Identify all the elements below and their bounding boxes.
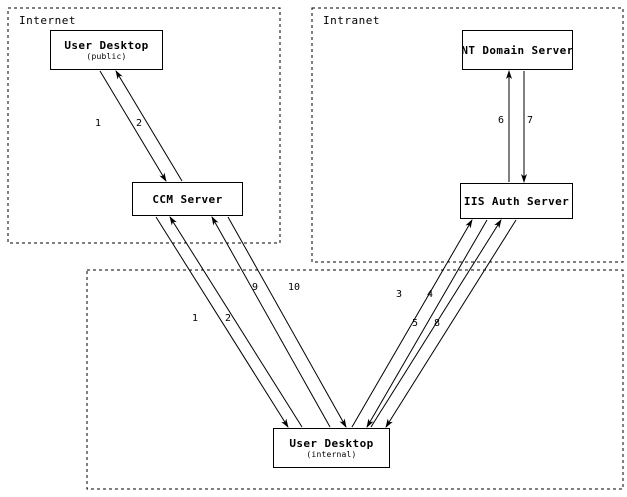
edge-label-edge-2b: 2	[225, 313, 232, 324]
edge-label-edge-1b: 1	[192, 313, 199, 324]
edge-5-line	[370, 219, 502, 428]
edge-label-edge-4: 4	[427, 289, 434, 300]
edge-label-edge-6: 6	[498, 115, 505, 126]
edge-2-line	[115, 70, 183, 182]
node-user-desktop-internal[interactable]: User Desktop(internal)	[273, 428, 390, 468]
edge-4-line	[366, 219, 488, 428]
zone-boundary-internal	[86, 269, 624, 490]
edge-label-edge-9: 9	[252, 282, 259, 293]
node-ccm-server[interactable]: CCM Server	[132, 182, 243, 216]
node-subtitle-user-desktop-public: (public)	[86, 51, 127, 61]
edge-connectors	[99, 70, 527, 428]
node-title-ccm-server: CCM Server	[152, 192, 223, 206]
edge-8-line	[385, 219, 517, 428]
node-user-desktop-public[interactable]: User Desktop(public)	[50, 30, 163, 70]
zone-label-intranet: Intranet	[323, 14, 380, 27]
node-title-iis-auth-server: IIS Auth Server	[463, 194, 570, 208]
edge-label-edge-10: 10	[288, 282, 301, 293]
zone-label-internet: Internet	[19, 14, 76, 27]
edge-9-line	[211, 216, 331, 428]
edge-label-edge-3: 3	[396, 289, 403, 300]
zone-boundaries	[7, 7, 624, 490]
edge-1-line	[155, 216, 289, 428]
edge-2-line	[169, 216, 303, 428]
zone-boundary-internet	[7, 7, 281, 244]
node-title-user-desktop-internal: User Desktop	[289, 436, 374, 450]
edge-label-edge-2: 2	[136, 118, 143, 129]
edge-label-edge-1: 1	[95, 118, 102, 129]
edge-1-line	[99, 70, 167, 182]
edge-3-line	[351, 219, 473, 428]
edge-label-edge-8: 8	[434, 318, 441, 329]
edge-label-edge-5: 5	[412, 318, 419, 329]
zone-boundary-intranet	[311, 7, 624, 263]
edge-10-line	[227, 216, 347, 428]
node-subtitle-user-desktop-internal: (internal)	[306, 449, 357, 459]
node-title-user-desktop-public: User Desktop	[64, 38, 149, 52]
node-title-nt-domain-server: NT Domain Server	[461, 43, 574, 57]
node-iis-auth-server[interactable]: IIS Auth Server	[460, 183, 573, 219]
node-nt-domain-server[interactable]: NT Domain Server	[461, 30, 574, 70]
edge-label-edge-7: 7	[527, 115, 534, 126]
